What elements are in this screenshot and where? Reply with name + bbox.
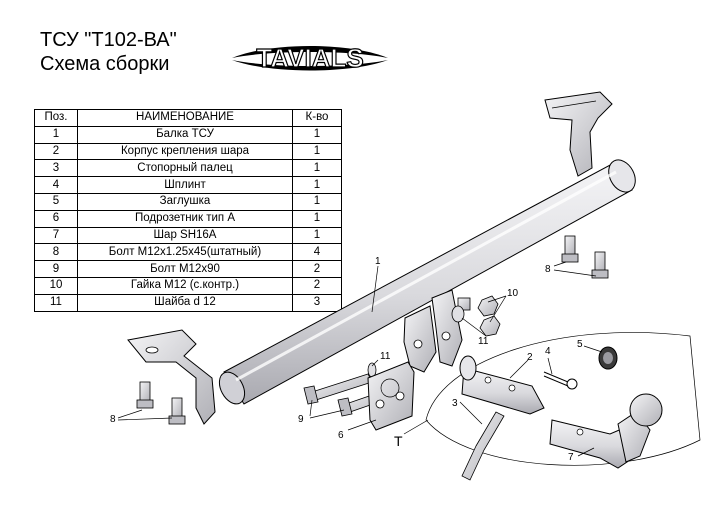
callout-11-left: 11 xyxy=(380,351,391,362)
callout-3: 3 xyxy=(452,398,458,409)
row-name: Корпус крепления шара xyxy=(77,142,293,161)
callout-10: 10 xyxy=(507,288,519,299)
locking-pin-3 xyxy=(461,411,505,481)
row-quantity: 3 xyxy=(292,293,342,312)
bolt-8-right-lower xyxy=(591,251,609,279)
ball-housing-2 xyxy=(459,355,545,415)
callout-8-right: 8 xyxy=(545,264,551,275)
callout-9: 9 xyxy=(298,414,304,425)
brand-logo: TAVIALS xyxy=(232,42,388,74)
washer-11-right xyxy=(451,305,465,323)
leader-lines xyxy=(117,261,603,457)
bolt-8-left-lower xyxy=(168,397,186,425)
socket-plate-6 xyxy=(367,361,415,431)
left-bracket xyxy=(127,329,216,425)
row-quantity: 1 xyxy=(292,226,342,245)
plug-5 xyxy=(598,346,618,370)
callout-1: 1 xyxy=(375,256,381,267)
tow-ball-7 xyxy=(549,393,663,469)
callout-11-right: 11 xyxy=(478,336,489,347)
bolt-8-left-upper xyxy=(136,381,154,409)
title-block: ТСУ "Т102-ВА" Схема сборки xyxy=(40,28,177,76)
logo-swoosh-icon xyxy=(232,46,388,58)
callout-8-left: 8 xyxy=(110,414,116,425)
right-bracket xyxy=(544,91,613,177)
hitch-beam xyxy=(218,159,636,405)
bolt-8-right-upper xyxy=(561,235,579,263)
logo-text: TAVIALS xyxy=(256,43,363,73)
parts-table-header: Поз. НАИМЕНОВАНИЕ К-во xyxy=(34,109,342,127)
callout-4: 4 xyxy=(545,346,551,357)
callout-5: 5 xyxy=(577,339,583,350)
callout-7: 7 xyxy=(568,452,574,463)
cotter-pin-4 xyxy=(543,371,578,390)
callout-detail-t: T xyxy=(394,433,403,449)
callout-2: 2 xyxy=(527,352,533,363)
drawing-subtitle: Схема сборки xyxy=(40,53,170,75)
drawing-title: ТСУ "Т102-ВА" xyxy=(40,29,177,51)
logo-swoosh-bottom-icon xyxy=(232,60,388,71)
nuts-10 xyxy=(477,295,501,337)
callout-6: 6 xyxy=(338,430,344,441)
